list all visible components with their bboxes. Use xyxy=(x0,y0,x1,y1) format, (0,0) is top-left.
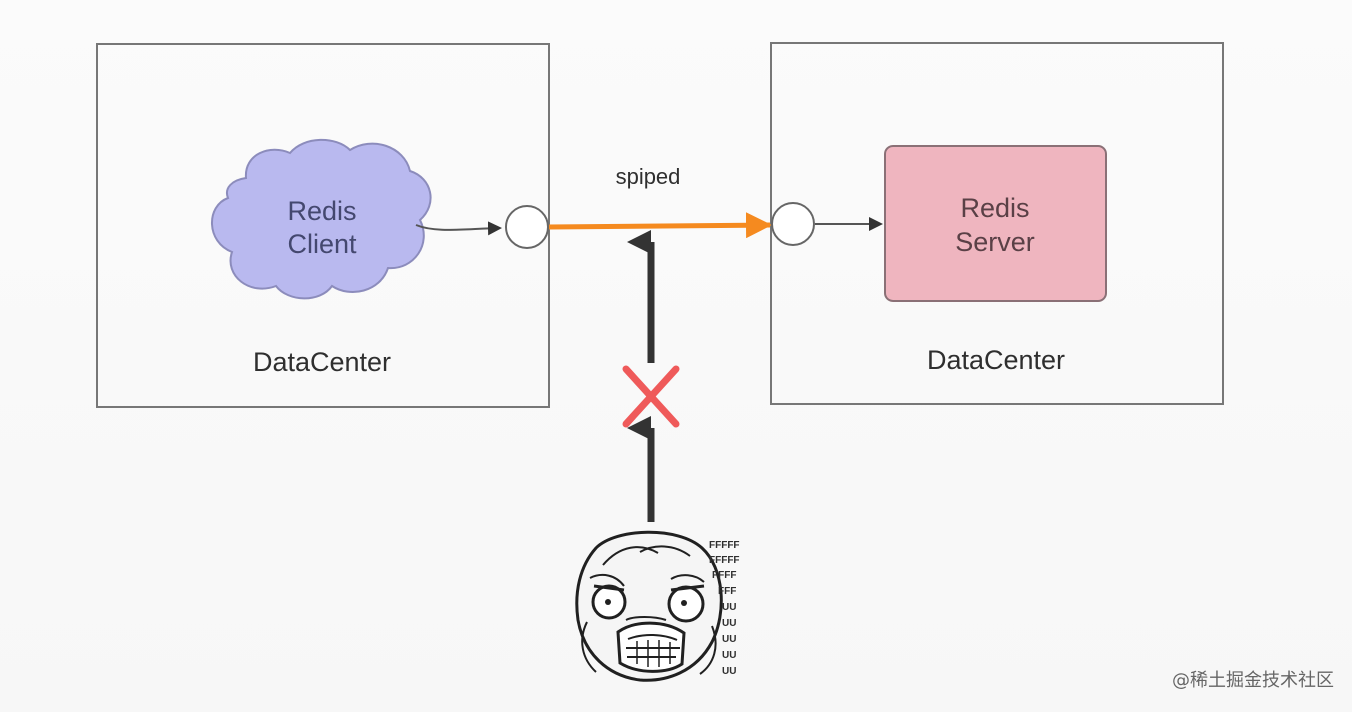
client-to-port-arrow xyxy=(415,221,502,236)
redis-server-box xyxy=(884,145,1107,302)
redis-client-cloud-icon xyxy=(211,138,432,300)
scream-text-line: UU xyxy=(722,618,736,629)
scream-text-line: FFFF xyxy=(712,570,736,581)
redis-server-line1: Redis xyxy=(960,193,1029,223)
redis-client-line2: Client xyxy=(287,229,357,259)
right-port-icon xyxy=(771,202,815,246)
spiped-tunnel-arrow xyxy=(548,212,772,239)
scream-text-line: UU xyxy=(722,650,736,661)
scream-text-line: UU xyxy=(722,602,736,613)
blocked-x-icon xyxy=(622,365,680,428)
redis-server-line2: Server xyxy=(955,227,1035,257)
rage-face-icon xyxy=(575,530,723,682)
scream-text-line: FFFFF xyxy=(709,555,740,566)
scream-text-line: UU xyxy=(722,634,736,645)
scream-text-line: FFFFF xyxy=(709,540,740,551)
left-datacenter-label: DataCenter xyxy=(253,347,391,377)
scream-text-column: FFFFF FFFFF FFFF FFF UU UU UU UU UU xyxy=(709,540,740,677)
watermark-text: @稀土掘金技术社区 xyxy=(1172,670,1334,691)
redis-client-line1: Redis xyxy=(287,196,356,226)
left-port-icon xyxy=(505,205,549,249)
spiped-label: spiped xyxy=(616,164,681,189)
scream-text-line: UU xyxy=(722,666,736,677)
right-datacenter-label: DataCenter xyxy=(927,345,1065,375)
scream-text-line: FFF xyxy=(718,586,736,597)
